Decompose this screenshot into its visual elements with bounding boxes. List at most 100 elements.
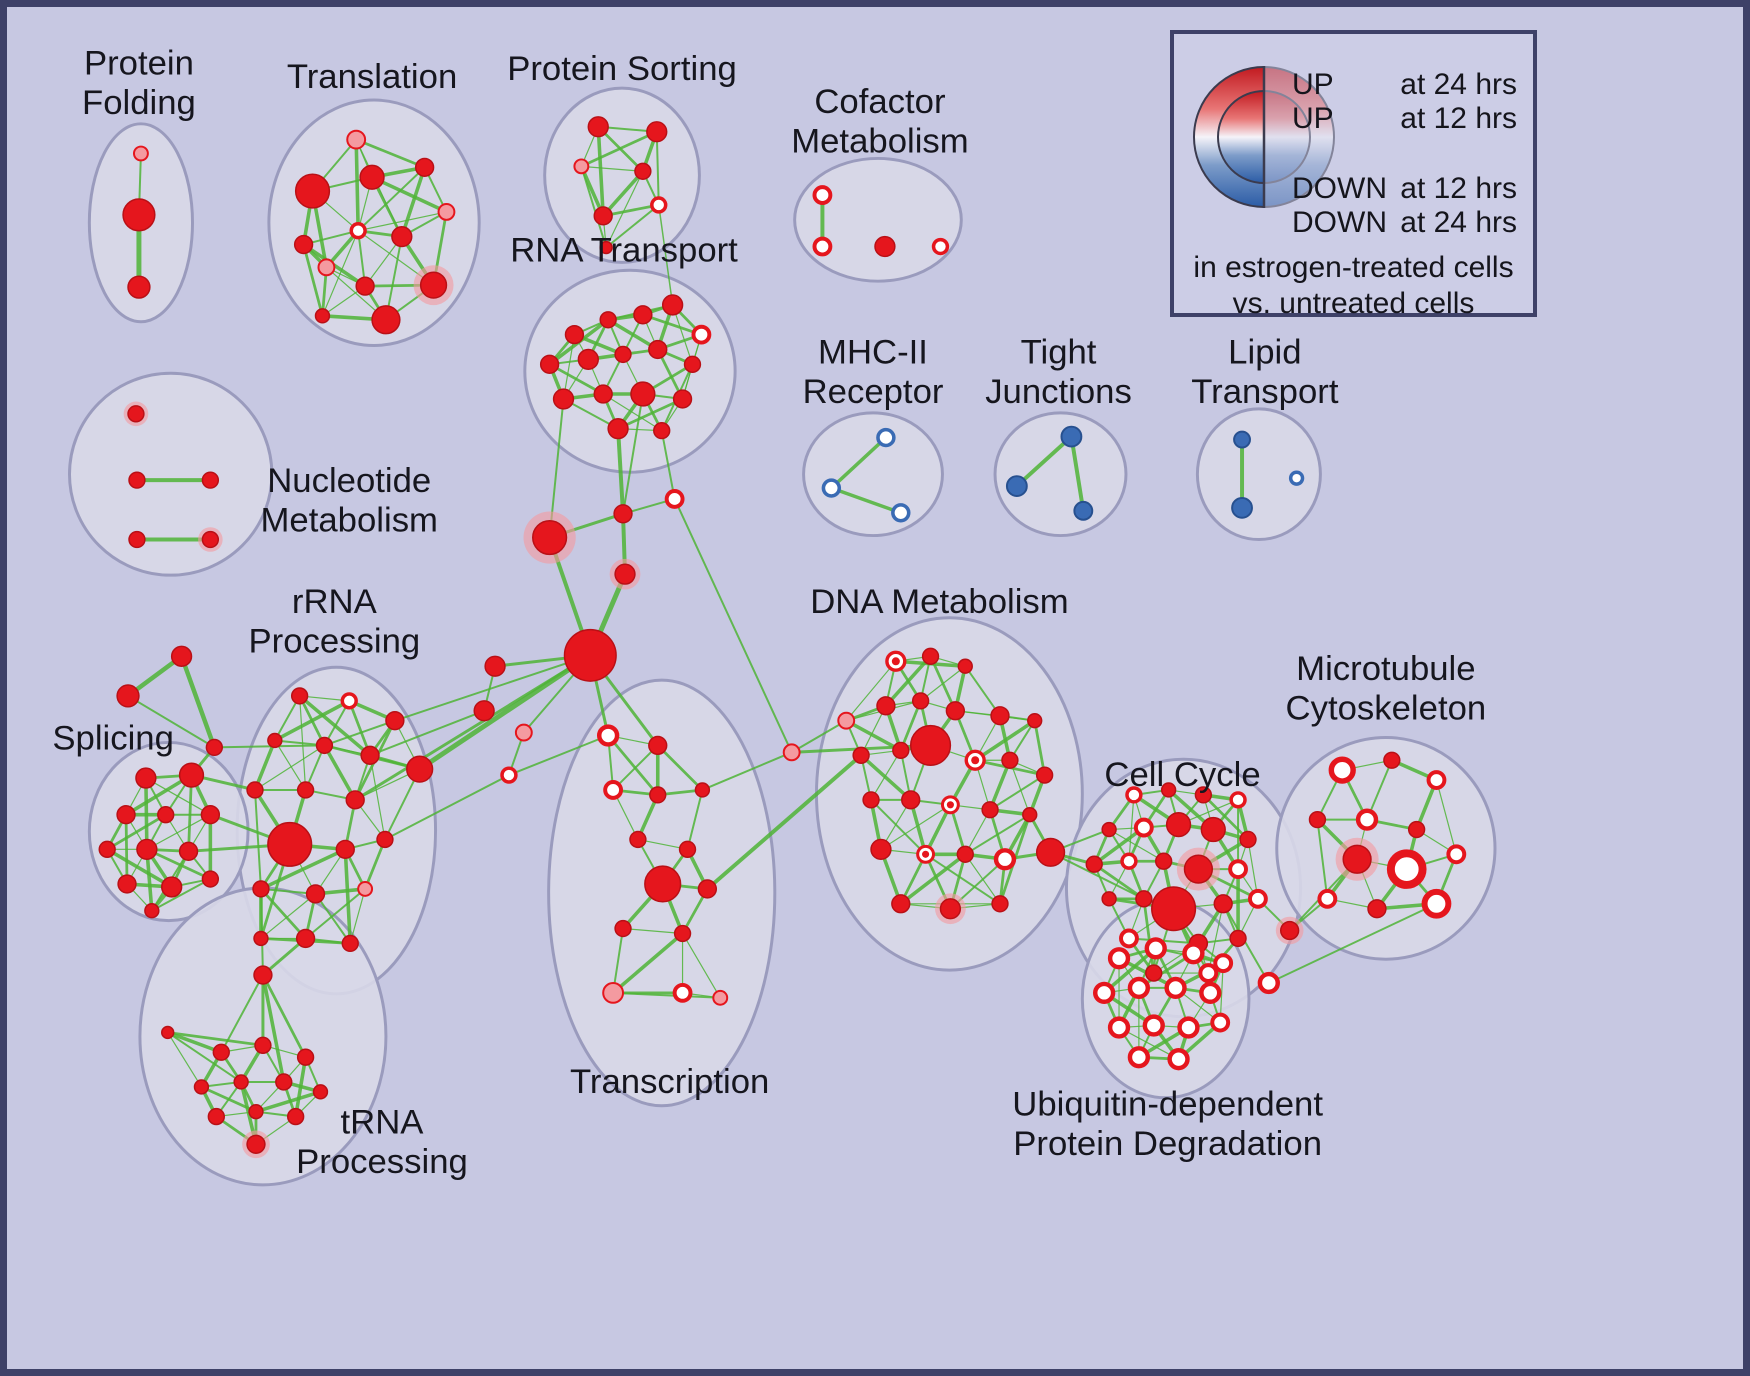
cluster-ellipse-tight: [993, 411, 1128, 538]
edge: [612, 744, 659, 791]
node-dm5: [876, 696, 896, 716]
cluster-label-protein-sorting: Protein Sorting: [507, 50, 737, 88]
node-sp12: [144, 903, 160, 919]
node-mt1: [1328, 756, 1356, 784]
node-trn1: [253, 965, 273, 985]
edge: [363, 838, 387, 891]
node-dm25: [891, 894, 911, 914]
edge: [1069, 434, 1086, 513]
edge: [964, 853, 1001, 905]
node-cc22: [1229, 929, 1247, 948]
node-dm21: [870, 838, 892, 860]
edge: [353, 653, 592, 802]
node-dm15: [1035, 766, 1054, 784]
node-tr8: [391, 225, 413, 248]
node-trn11: [248, 1103, 264, 1120]
node-cc9: [1239, 830, 1257, 849]
edge: [622, 393, 644, 515]
node-rt9: [648, 339, 668, 360]
node-hb4: [614, 563, 636, 585]
node-mh2: [821, 478, 842, 498]
node-cf4: [931, 237, 950, 256]
node-ub2: [1144, 937, 1167, 960]
legend-caption-line: vs. untreated cells: [1232, 287, 1475, 320]
node-nm5: [201, 530, 220, 549]
edge: [357, 211, 448, 232]
node-cf1: [812, 185, 833, 205]
node-sp5: [200, 805, 221, 825]
node-cc12: [1154, 852, 1173, 870]
edge: [354, 137, 360, 233]
node-tx1: [596, 724, 620, 747]
node-trn8: [275, 1073, 293, 1091]
cluster-label-translation: Translation: [287, 58, 457, 96]
edge: [105, 847, 174, 889]
node-tx6: [629, 830, 647, 849]
node-tr11: [355, 276, 375, 296]
node-rt15: [607, 418, 629, 440]
cluster-label-rna-transport: RNA Transport: [510, 231, 738, 269]
legend-time: at 24 hrs: [1400, 206, 1517, 239]
node-cc13: [1183, 854, 1214, 884]
edge: [261, 973, 307, 1059]
node-mt5: [1355, 808, 1379, 831]
node-trn13: [246, 1134, 266, 1154]
edge: [870, 798, 927, 856]
cluster-label-nucleotide: Metabolism: [261, 502, 438, 540]
node-cf2: [812, 236, 833, 257]
legend-direction: DOWN: [1292, 172, 1387, 205]
node-sp1: [135, 767, 157, 789]
node-ub6: [1127, 976, 1151, 1000]
node-cc4: [1229, 791, 1247, 809]
node-dm27: [991, 895, 1009, 913]
edge: [323, 719, 396, 747]
cluster-label-rrna: rRNA: [292, 583, 378, 621]
node-cc20: [1119, 928, 1139, 949]
node-dm20: [1022, 807, 1038, 823]
edge: [165, 1030, 224, 1055]
edge: [658, 204, 674, 306]
node-rr18: [341, 934, 359, 953]
edge: [127, 694, 216, 749]
node-ps1: [587, 116, 609, 138]
edge: [1014, 434, 1074, 489]
node-tr13: [314, 308, 331, 324]
edge: [150, 878, 212, 912]
cluster-label-dna: DNA Metabolism: [810, 583, 1068, 621]
cluster-label-lipid: Transport: [1191, 373, 1339, 411]
node-sp10: [161, 876, 183, 898]
node-rt12: [593, 384, 613, 404]
node-tr1: [346, 129, 367, 150]
node-rr2: [340, 692, 358, 710]
legend-box: UP at 24 hrs UP at 12 hrs DOWN at 12 hrs…: [1170, 30, 1537, 320]
edge: [579, 130, 659, 168]
edge: [673, 497, 793, 754]
node-rr11: [267, 821, 313, 867]
node-dm23: [956, 845, 974, 863]
node-trn10: [207, 1107, 225, 1126]
edge: [870, 749, 902, 801]
node-trn4: [254, 1036, 272, 1054]
node-sp6: [98, 840, 116, 859]
edge: [383, 774, 510, 841]
node-trn9: [312, 1084, 329, 1100]
edge: [964, 665, 1001, 717]
node-hb8: [514, 723, 533, 742]
node-cc23: [1145, 964, 1163, 982]
edge: [259, 887, 307, 940]
node-rr4: [267, 732, 283, 749]
edge: [829, 435, 888, 490]
cluster-label-rrna: Processing: [249, 622, 421, 660]
cluster-ellipse-cofactor: [793, 156, 963, 283]
edge: [302, 243, 324, 318]
node-hb6: [484, 655, 506, 677]
node-tx7: [678, 840, 697, 859]
edge: [605, 203, 660, 249]
node-cc6: [1133, 817, 1154, 838]
node-rr17: [295, 928, 316, 949]
node-nm1: [127, 405, 145, 423]
cluster-label-tight: Tight: [1021, 333, 1097, 371]
updown-legend-icon: [1193, 60, 1340, 214]
node-tx8: [644, 865, 682, 903]
